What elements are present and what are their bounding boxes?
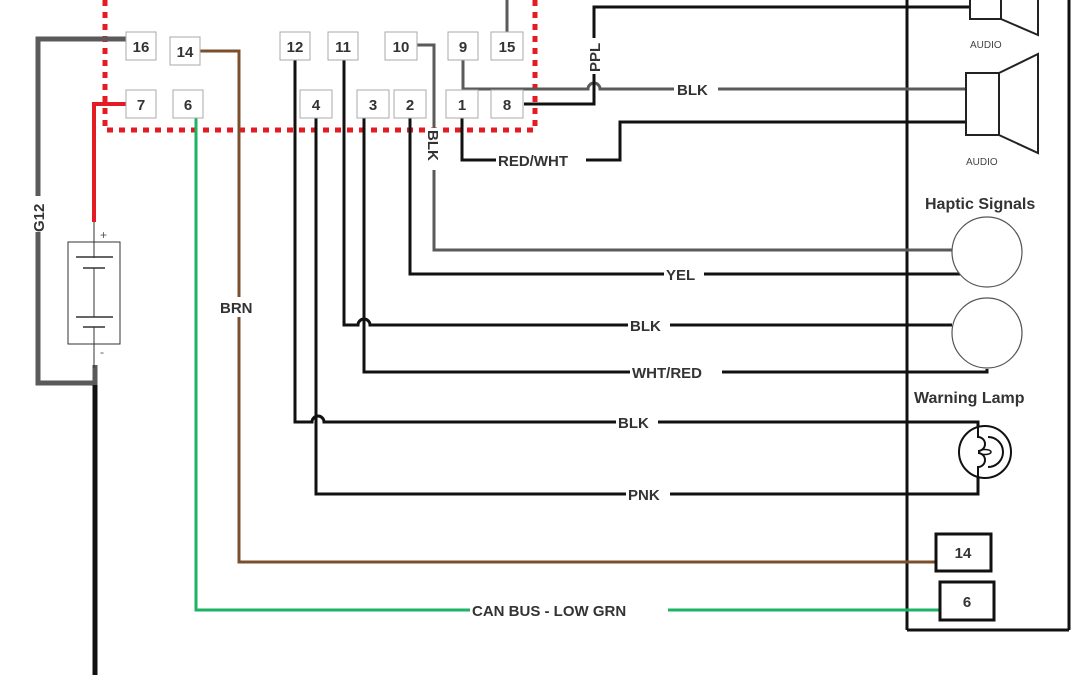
module-pin-14: 14 — [934, 532, 993, 573]
pin-label: 4 — [312, 97, 321, 114]
pin-box — [490, 89, 524, 119]
pin-box — [279, 31, 311, 61]
label-blk-haptic: BLK — [628, 316, 670, 335]
pin-label: 3 — [369, 97, 377, 114]
connector-pin-2: 2 — [393, 89, 427, 119]
wire-label-blk-haptic: BLK — [630, 318, 661, 335]
wire-label-can-bus: CAN BUS - LOW GRN — [472, 603, 626, 620]
connector-pin-6: 6 — [172, 89, 204, 119]
wire-label-g12: G12 — [31, 204, 48, 232]
label-yel: YEL — [664, 265, 704, 284]
battery-minus-sign: - — [100, 345, 104, 359]
wire-blk-lamp — [293, 58, 980, 428]
wire-label-pnk: PNK — [628, 487, 660, 504]
pin-label: 10 — [393, 39, 410, 56]
connector-pin-9: 9 — [447, 31, 479, 61]
pin-box — [490, 31, 524, 61]
wire-label-ppl: PPL — [587, 43, 604, 72]
connector-pins: 16 14 7 6 12 11 10 9 15 4 3 2 1 8 — [125, 31, 524, 119]
pin-box — [384, 31, 418, 61]
label-brn: BRN — [218, 297, 262, 317]
label-blk-pin10: BLK — [424, 128, 443, 170]
connector-pin-10: 10 — [384, 31, 418, 61]
wire-pnk — [314, 116, 980, 496]
audio-bottom-label: AUDIO — [966, 157, 998, 168]
wire-label-blk-audio: BLK — [677, 82, 708, 99]
label-blk-audio: BLK — [674, 80, 718, 99]
haptic-signals-title: Haptic Signals — [925, 196, 1035, 213]
audio-top-label: AUDIO — [970, 40, 1002, 51]
label-pnk: PNK — [626, 485, 670, 504]
connector-pin-15: 15 — [490, 31, 524, 61]
pin-label: 12 — [287, 39, 304, 56]
speaker-top-icon: AUDIO — [969, 0, 1039, 51]
battery: + - — [67, 228, 121, 359]
connector-pin-8: 8 — [490, 89, 524, 119]
warning-lamp-title: Warning Lamp — [914, 390, 1025, 407]
wire-label-yel: YEL — [666, 267, 695, 284]
wire-blk-pin10 — [416, 43, 952, 252]
label-wht-red: WHT/RED — [630, 363, 722, 382]
wire-label-red-wht: RED/WHT — [498, 153, 568, 170]
pin-box — [356, 89, 390, 119]
pin-label: 16 — [133, 39, 150, 56]
connector-pin-4: 4 — [299, 89, 333, 119]
wire-red-wht — [460, 116, 966, 162]
connector-outline — [102, 0, 538, 133]
module-pin-6: 6 — [938, 580, 996, 622]
pin-label: 6 — [184, 97, 192, 114]
wire-red — [92, 102, 126, 222]
wire-yel — [408, 116, 960, 276]
wire-label-brn: BRN — [220, 300, 253, 317]
pin-label: 7 — [137, 97, 145, 114]
pin-label: 9 — [459, 39, 467, 56]
connector-pin-7: 7 — [125, 89, 157, 119]
connector-pin-12: 12 — [279, 31, 311, 61]
wire-label-blk-pin10: BLK — [424, 130, 441, 161]
pin-box — [447, 31, 479, 61]
haptic-circle-1 — [951, 216, 1023, 288]
speaker-bottom-icon: AUDIO — [965, 52, 1039, 168]
connector-pin-1: 1 — [445, 89, 479, 119]
pin-box — [299, 89, 333, 119]
pin-box — [172, 89, 204, 119]
module-pin-6-label: 6 — [963, 594, 971, 611]
label-blk-lamp: BLK — [616, 413, 658, 432]
connector-pin-3: 3 — [356, 89, 390, 119]
module-pin-14-label: 14 — [955, 545, 972, 562]
pin-label: 14 — [177, 44, 194, 61]
wire-label-wht-red: WHT/RED — [632, 365, 702, 382]
pin-box — [327, 31, 359, 61]
connector-pin-11: 11 — [327, 31, 359, 61]
label-red-wht: RED/WHT — [496, 151, 586, 170]
wire-brn — [200, 49, 936, 564]
label-ppl: PPL — [585, 38, 604, 74]
connector-pin-16: 16 — [125, 31, 157, 61]
module-enclosure — [905, 0, 1071, 632]
wire-label-blk-lamp: BLK — [618, 415, 649, 432]
pin-box — [393, 89, 427, 119]
pin-label: 2 — [406, 97, 414, 114]
haptic-circle-2 — [951, 297, 1023, 369]
battery-plus-sign: + — [100, 228, 107, 242]
wire-wht-red — [362, 116, 989, 374]
label-can-bus: CAN BUS - LOW GRN — [470, 601, 668, 620]
pin-box — [169, 36, 201, 66]
pin-box — [445, 89, 479, 119]
connector-pin-14: 14 — [169, 36, 201, 66]
pin-label: 8 — [503, 97, 511, 114]
pin-label: 15 — [499, 39, 516, 56]
warning-lamp-icon — [958, 424, 1012, 480]
pin-box — [125, 31, 157, 61]
pin-box — [125, 89, 157, 119]
pin-label: 1 — [458, 97, 466, 114]
label-g12: G12 — [28, 196, 48, 232]
wire-can-bus — [194, 117, 940, 612]
pin-label: 11 — [335, 39, 351, 56]
